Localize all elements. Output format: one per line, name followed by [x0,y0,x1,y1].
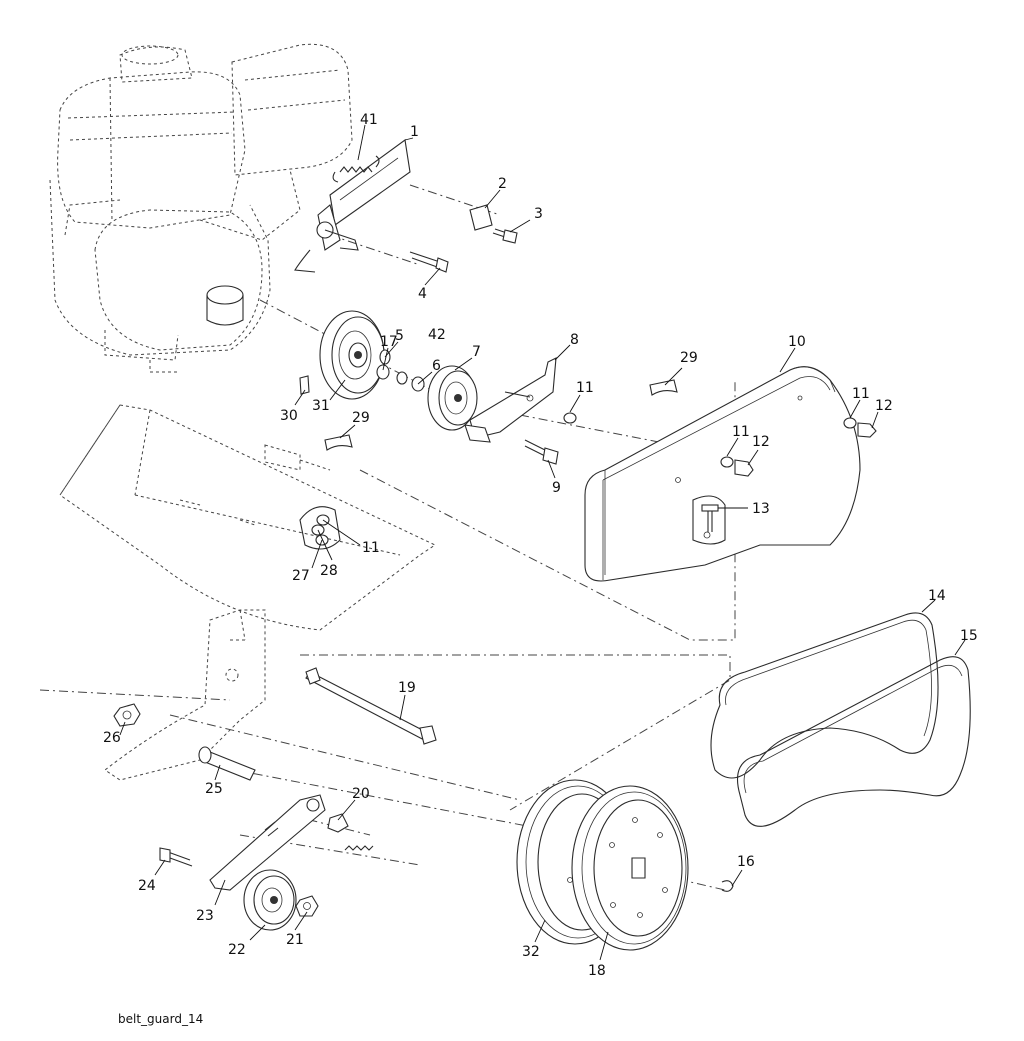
callout-23: 23 [196,908,214,924]
belt-guard [584,366,861,582]
callout-29b: 29 [680,350,698,366]
callout-11c: 11 [732,424,750,440]
callout-32: 32 [522,944,540,960]
callout-22: 22 [228,942,246,958]
shaft-19 [305,667,437,745]
callout-21: 21 [286,932,304,948]
callout-9: 9 [552,480,561,496]
callout-24: 24 [138,878,156,894]
callout-3: 3 [534,206,543,222]
callout-leaders [119,124,966,961]
callout-41: 41 [360,112,378,128]
tiller-frame [104,609,266,781]
idler-arm-assembly [113,703,374,931]
callout-15: 15 [960,628,978,644]
drive-belts [710,612,971,827]
callout-5: 5 [395,328,404,344]
callout-17: 17 [380,334,398,350]
callout-8: 8 [570,332,579,348]
engine [49,43,353,373]
callout-27: 27 [292,568,310,584]
callout-12a: 12 [875,398,893,414]
callout-7: 7 [472,344,481,360]
callout-labels: 1 2 3 4 5 6 7 8 9 10 11 12 11 12 11 11 1… [103,112,978,979]
callout-26: 26 [103,730,121,746]
callout-30: 30 [280,408,298,424]
transmission-pulleys [516,779,734,951]
callout-29a: 29 [352,410,370,426]
callout-14: 14 [928,588,946,604]
spring-41 [332,155,380,183]
callout-11a: 11 [576,380,594,396]
diagram-caption: belt_guard_14 [118,1012,204,1026]
callout-12b: 12 [752,434,770,450]
callout-11b: 11 [852,386,870,402]
callout-19: 19 [398,680,416,696]
control-bracket [294,139,411,273]
idler-pulley-7 [427,365,478,431]
callout-13: 13 [752,501,770,517]
callout-10: 10 [788,334,806,350]
idler-bracket-8 [324,357,877,477]
callout-42: 42 [428,327,446,343]
callout-31: 31 [312,398,330,414]
callout-20: 20 [352,786,370,802]
tine-shield [59,404,437,631]
callout-28: 28 [320,563,338,579]
callout-25: 25 [205,781,223,797]
callout-18: 18 [588,963,606,979]
callout-2: 2 [498,176,507,192]
callout-1: 1 [410,124,419,140]
callout-6: 6 [432,358,441,374]
callout-16: 16 [737,854,755,870]
hardware-upper [409,204,518,273]
callout-11d: 11 [362,540,380,556]
callout-4: 4 [418,286,427,302]
engine-pulley-31 [319,310,385,400]
